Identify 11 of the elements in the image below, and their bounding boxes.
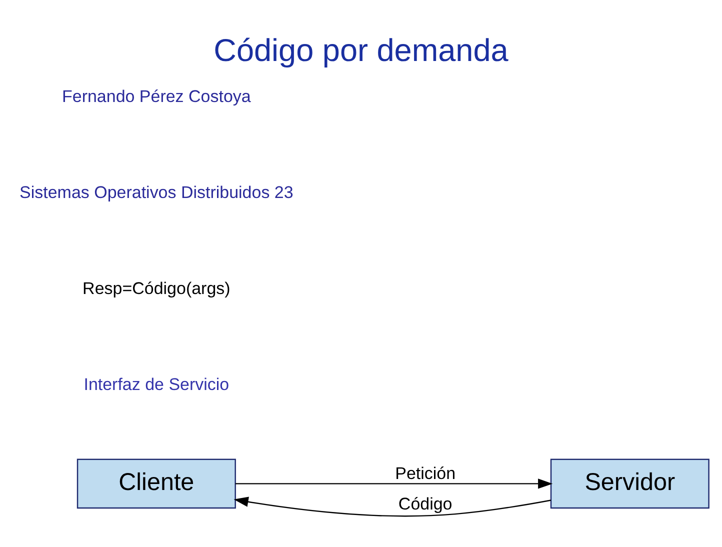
diagram-title: Código por demanda bbox=[214, 32, 508, 68]
label: Sistemas Operativos Distribuidos 23 bbox=[20, 183, 294, 202]
arrow bbox=[235, 478, 553, 489]
label: Fernando Pérez Costoya bbox=[62, 87, 251, 106]
edge-label: Petición bbox=[395, 464, 456, 484]
label: Resp=Código(args) bbox=[82, 278, 230, 298]
arrow bbox=[234, 496, 551, 517]
node-box: Cliente bbox=[76, 458, 236, 509]
edge-label: Código bbox=[398, 494, 452, 514]
node-box: Servidor bbox=[550, 458, 710, 509]
label: Interfaz de Servicio bbox=[84, 374, 230, 394]
